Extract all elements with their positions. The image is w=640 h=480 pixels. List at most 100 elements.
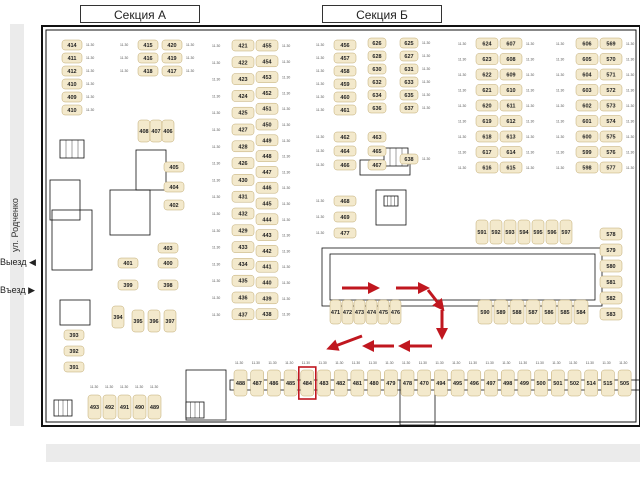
parking-spot[interactable]: 591	[475, 219, 489, 245]
parking-spot[interactable]: 410	[61, 104, 83, 116]
parking-spot[interactable]: 472	[341, 299, 354, 325]
parking-spot[interactable]: 514	[584, 369, 598, 397]
parking-spot[interactable]: 613	[499, 130, 523, 143]
parking-spot[interactable]: 497	[484, 369, 498, 397]
parking-spot[interactable]: 608	[499, 53, 523, 65]
parking-spot[interactable]: 405	[163, 161, 185, 173]
parking-spot[interactable]: 619	[475, 115, 499, 127]
parking-spot[interactable]: 399	[117, 279, 139, 291]
parking-spot[interactable]: 446	[255, 181, 279, 194]
parking-spot[interactable]: 392	[63, 345, 85, 357]
parking-spot[interactable]: 490	[132, 394, 147, 420]
parking-spot[interactable]: 630	[367, 63, 387, 75]
parking-spot[interactable]: 459	[333, 78, 357, 90]
parking-spot[interactable]: 605	[575, 53, 599, 65]
parking-spot[interactable]: 431	[231, 190, 255, 203]
parking-spot[interactable]: 609	[499, 68, 523, 81]
parking-spot[interactable]: 632	[367, 76, 387, 88]
parking-spot[interactable]: 415	[137, 39, 159, 51]
parking-spot[interactable]: 442	[255, 245, 279, 257]
parking-spot[interactable]: 586	[541, 299, 557, 325]
parking-spot[interactable]: 577	[599, 161, 623, 174]
parking-spot[interactable]: 625	[399, 37, 419, 49]
parking-spot[interactable]: 607	[499, 37, 523, 50]
parking-spot[interactable]: 492	[102, 394, 117, 420]
parking-spot[interactable]: 416	[137, 52, 159, 64]
parking-spot[interactable]: 501	[551, 369, 565, 397]
parking-spot[interactable]: 579	[599, 243, 623, 257]
parking-spot[interactable]: 436	[231, 291, 255, 304]
parking-spot[interactable]: 575	[599, 130, 623, 143]
parking-spot[interactable]: 595	[531, 219, 545, 245]
parking-spot[interactable]: 461	[333, 104, 357, 116]
parking-spot[interactable]: 394	[111, 305, 125, 329]
parking-spot[interactable]: 635	[399, 89, 419, 101]
parking-spot[interactable]: 477	[333, 227, 357, 239]
parking-spot[interactable]: 423	[231, 73, 255, 85]
parking-spot[interactable]: 422	[231, 56, 255, 69]
parking-spot[interactable]: 437	[231, 308, 255, 321]
parking-spot[interactable]: 597	[559, 219, 573, 245]
parking-spot[interactable]: 493	[87, 394, 102, 420]
parking-spot[interactable]: 484	[300, 369, 315, 397]
parking-spot[interactable]: 570	[599, 53, 623, 65]
parking-spot[interactable]: 438	[255, 308, 279, 320]
parking-spot[interactable]: 409	[61, 91, 83, 103]
parking-spot[interactable]: 572	[599, 84, 623, 96]
parking-spot[interactable]: 418	[137, 65, 159, 77]
parking-spot[interactable]: 601	[575, 115, 599, 127]
parking-spot[interactable]: 636	[367, 102, 387, 114]
parking-spot[interactable]: 622	[475, 68, 499, 81]
parking-spot[interactable]: 583	[599, 307, 623, 321]
parking-spot[interactable]: 452	[255, 87, 279, 99]
parking-spot[interactable]: 485	[283, 369, 298, 397]
parking-spot[interactable]: 588	[509, 299, 525, 325]
parking-spot[interactable]: 488	[233, 369, 248, 397]
parking-spot[interactable]: 604	[575, 68, 599, 81]
parking-spot[interactable]: 482	[333, 369, 348, 397]
parking-spot[interactable]: 417	[161, 65, 183, 77]
parking-spot[interactable]: 612	[499, 115, 523, 127]
parking-spot[interactable]: 581	[599, 275, 623, 289]
parking-spot[interactable]: 411	[61, 52, 83, 64]
parking-spot[interactable]: 499	[517, 369, 532, 397]
parking-spot[interactable]: 602	[575, 99, 599, 112]
parking-spot[interactable]: 441	[255, 260, 279, 273]
parking-spot[interactable]: 479	[384, 369, 398, 397]
parking-spot[interactable]: 458	[333, 65, 357, 77]
parking-spot[interactable]: 483	[317, 369, 331, 397]
parking-spot[interactable]: 457	[333, 52, 357, 64]
parking-spot[interactable]: 448	[255, 150, 279, 162]
parking-spot[interactable]: 584	[573, 299, 589, 325]
parking-spot[interactable]: 502	[567, 369, 582, 397]
parking-spot[interactable]: 464	[333, 145, 357, 157]
parking-spot[interactable]: 433	[231, 241, 255, 253]
parking-spot[interactable]: 476	[389, 299, 402, 325]
parking-spot[interactable]: 634	[367, 89, 387, 101]
parking-spot[interactable]: 618	[475, 130, 499, 143]
parking-spot[interactable]: 412	[61, 65, 83, 77]
parking-spot[interactable]: 444	[255, 213, 279, 226]
parking-spot[interactable]: 401	[117, 257, 139, 269]
parking-spot[interactable]: 460	[333, 91, 357, 103]
parking-spot[interactable]: 429	[231, 224, 255, 237]
parking-spot[interactable]: 395	[131, 309, 145, 333]
parking-spot[interactable]: 403	[157, 242, 179, 254]
parking-spot[interactable]: 450	[255, 118, 279, 131]
parking-spot[interactable]: 443	[255, 229, 279, 241]
parking-spot[interactable]: 495	[450, 369, 465, 397]
parking-spot[interactable]: 603	[575, 84, 599, 96]
parking-spot[interactable]: 631	[399, 63, 419, 75]
parking-spot[interactable]: 587	[525, 299, 541, 325]
parking-spot[interactable]: 571	[599, 68, 623, 81]
parking-spot[interactable]: 617	[475, 146, 499, 158]
parking-spot[interactable]: 471	[329, 299, 342, 325]
parking-spot[interactable]: 626	[367, 37, 387, 49]
parking-spot[interactable]: 487	[250, 369, 264, 397]
parking-spot[interactable]: 616	[475, 161, 499, 174]
parking-spot[interactable]: 420	[161, 39, 183, 51]
parking-spot[interactable]: 615	[499, 161, 523, 174]
parking-spot[interactable]: 498	[500, 369, 515, 397]
parking-spot[interactable]: 465	[367, 145, 387, 157]
parking-spot[interactable]: 593	[503, 219, 517, 245]
